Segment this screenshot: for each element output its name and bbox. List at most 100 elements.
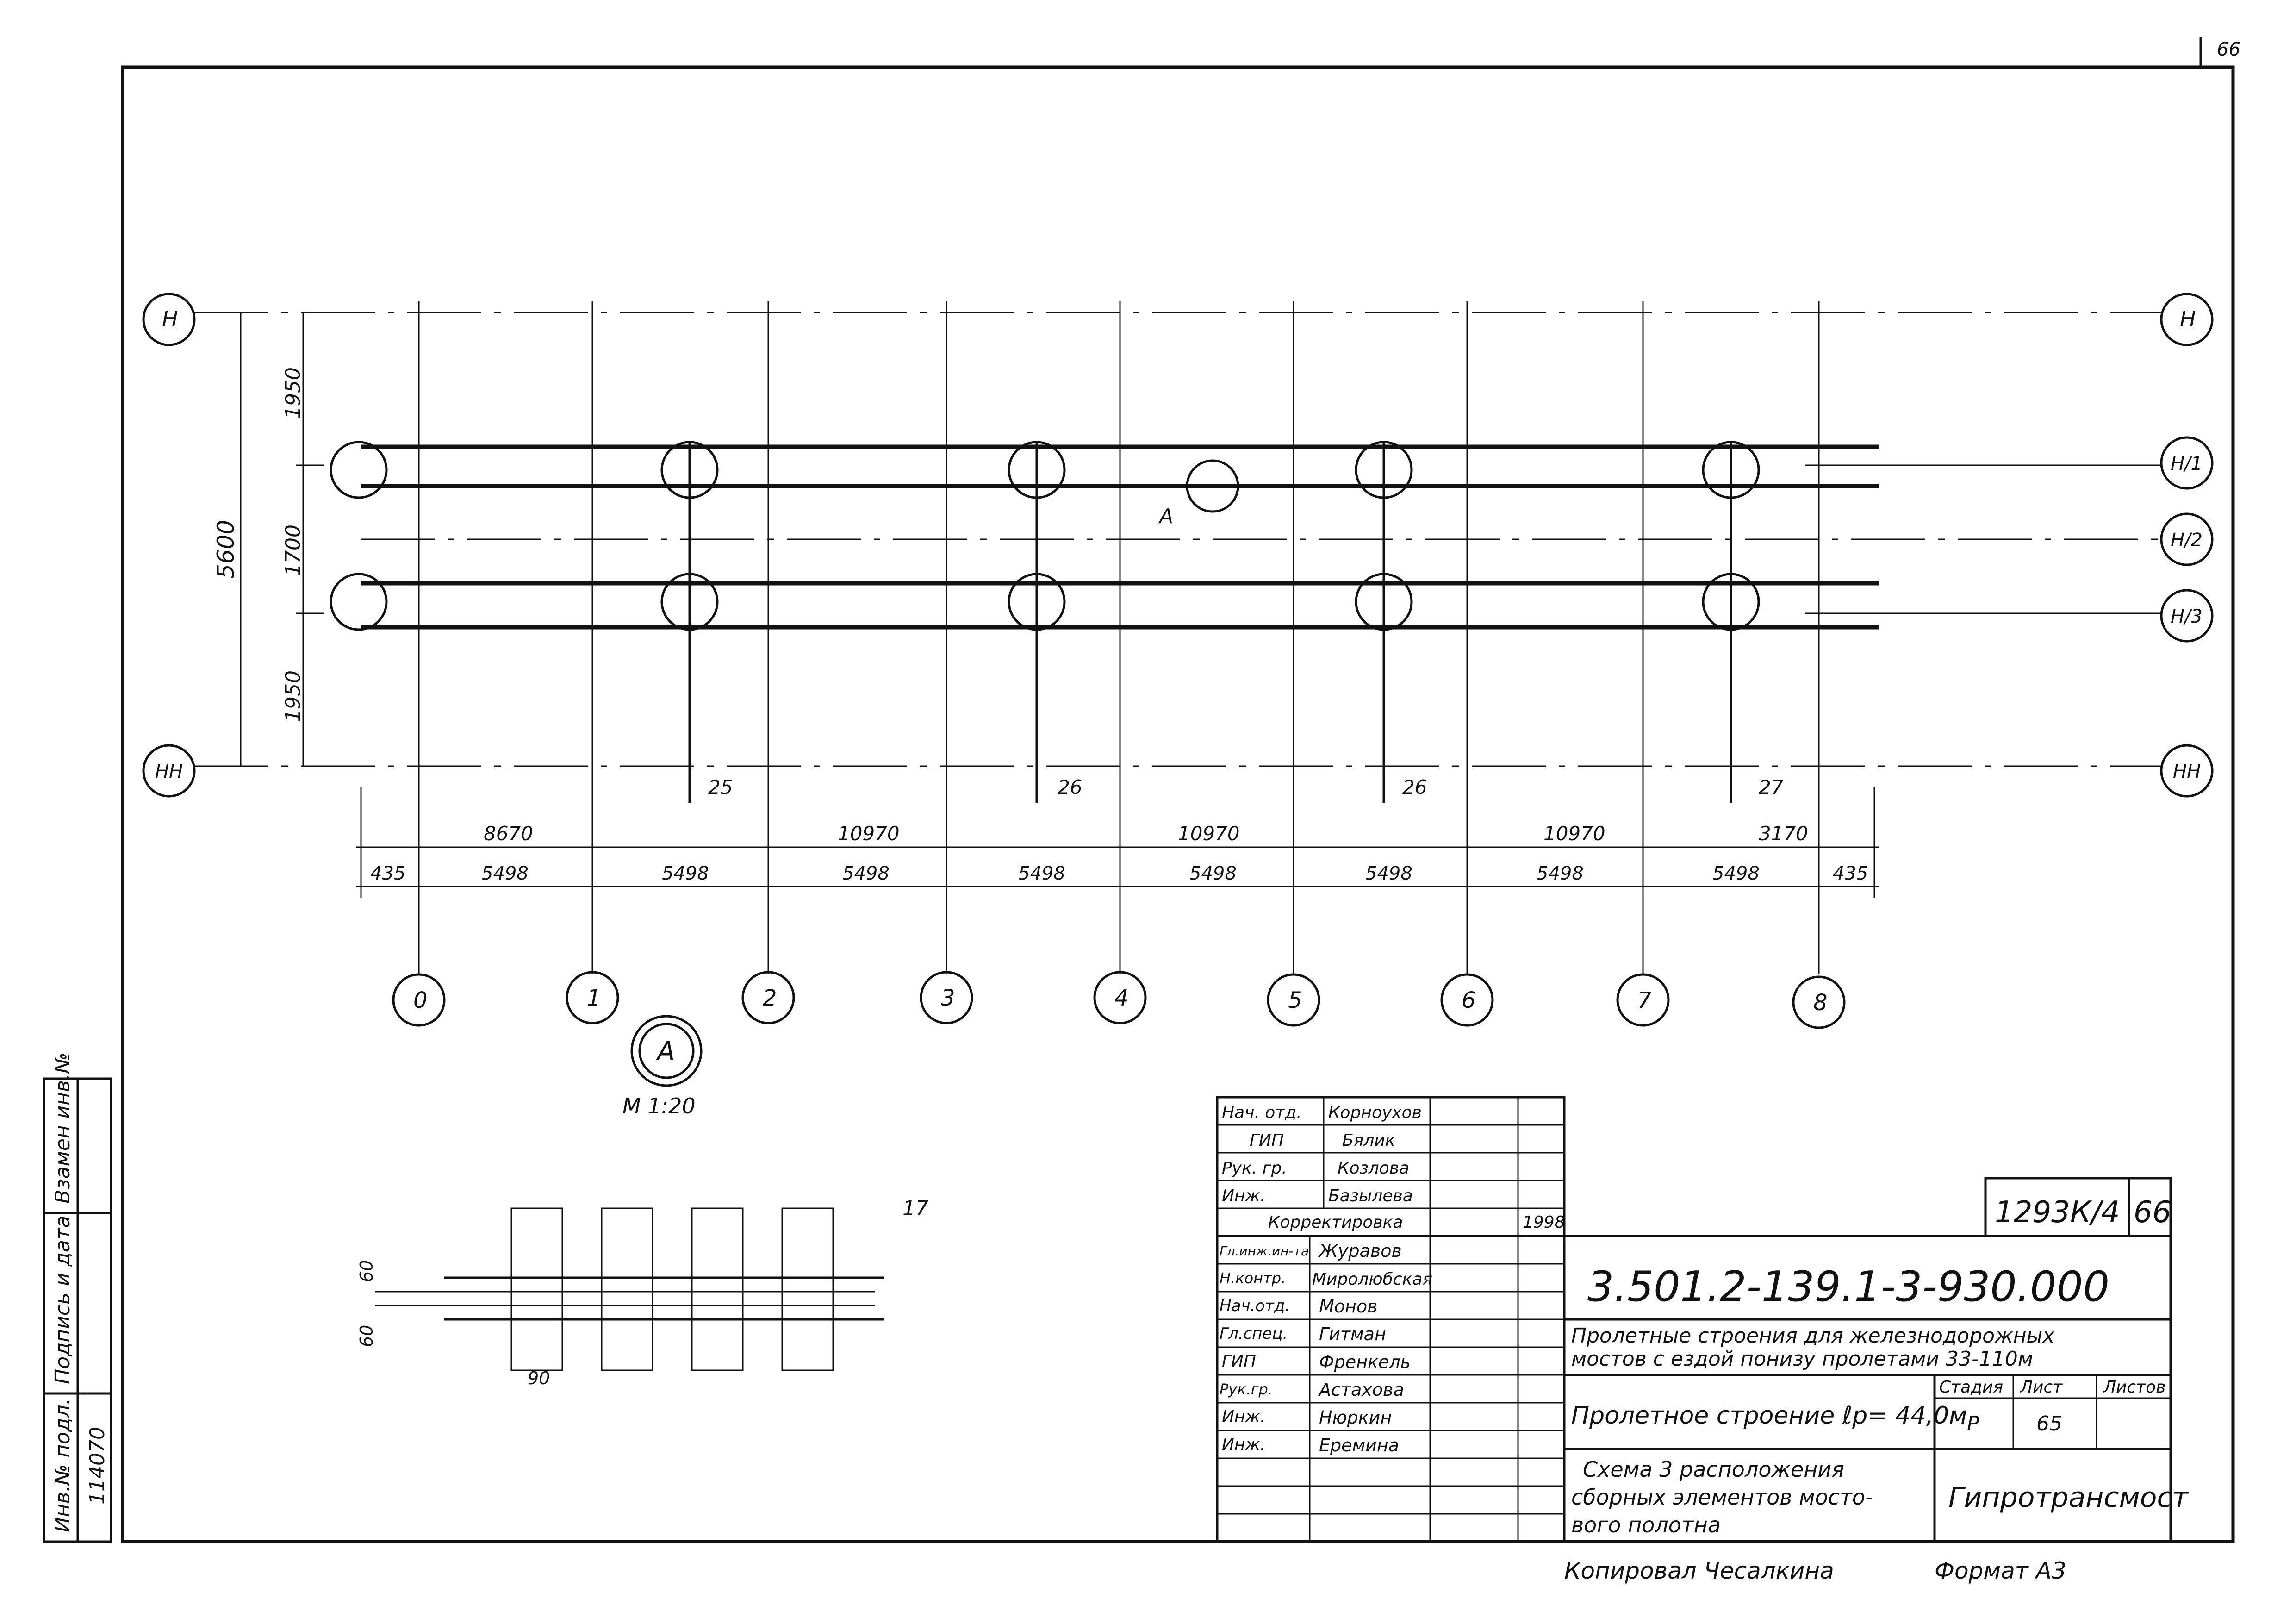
- dim-total-5600: 5600: [212, 520, 239, 579]
- axis-bubble-1: [566, 971, 619, 1024]
- ls-role-5: Рук.гр.: [1220, 1380, 1273, 1398]
- detail-dim-60-a: 60: [356, 1260, 377, 1282]
- designation: 3.501.2-139.1-3-930.000: [1587, 1262, 2109, 1311]
- us-role-3: Инж.: [1222, 1187, 1265, 1206]
- stage-value: Р: [1967, 1412, 1979, 1436]
- dim-chain2-0: 435: [370, 863, 405, 884]
- axis-label-n2: Н/2: [2171, 530, 2203, 551]
- footer-format: Формат А3: [1935, 1557, 2066, 1584]
- axis-label-5: 5: [1288, 987, 1302, 1013]
- axis-bubble-6: [1440, 973, 1494, 1027]
- organization: Гипротрансмост: [1948, 1481, 2189, 1514]
- ls-name-0: Журавов: [1318, 1241, 1402, 1261]
- dim-chain1-1: 10970: [838, 822, 900, 845]
- ls-role-6: Инж.: [1222, 1407, 1265, 1426]
- axis-bubble-nn-right: [2160, 744, 2214, 798]
- stage-label: Стадия: [1939, 1378, 2003, 1397]
- ls-name-4: Френкель: [1319, 1352, 1411, 1372]
- axis-label-nn-right: НН: [2173, 761, 2201, 782]
- footer-copied: Копировал Чесалкина: [1564, 1557, 1834, 1584]
- axis-bubble-nn-left: [142, 744, 196, 798]
- side-label-sign: Подпись и дата: [51, 1216, 75, 1384]
- ls-name-2: Монов: [1319, 1296, 1378, 1317]
- axis-label-0: 0: [413, 987, 428, 1013]
- dim-1950-top: 1950: [281, 367, 305, 419]
- gap-27: 27: [1759, 776, 1784, 799]
- callout-a-label: А: [656, 1037, 675, 1067]
- us-correction: Корректировка: [1268, 1213, 1403, 1232]
- side-stamp: Взамен инв.№ Подпись и дата Инв.№ подл. …: [43, 1052, 112, 1543]
- gap-26-b: 26: [1402, 776, 1427, 799]
- gap-25: 25: [708, 776, 733, 799]
- dim-chain2-6: 5498: [1365, 863, 1412, 884]
- dim-chain2-7: 5498: [1537, 863, 1584, 884]
- upper-stamp: Нач. отд. Корноухов ГИП Бялик Рук. гр. К…: [1216, 1096, 1566, 1237]
- album-number: 1293К/4: [1995, 1195, 2120, 1230]
- drawing-title-1: Схема 3 расположения: [1583, 1457, 1844, 1482]
- axis-bubble-8: [1792, 975, 1846, 1029]
- side-label-inv: Инв.№ подл.: [51, 1398, 75, 1532]
- axis-label-nn-left: НН: [155, 761, 183, 782]
- dim-1700: 1700: [281, 525, 305, 576]
- axis-bubble-3: [920, 971, 973, 1024]
- axis-bubble-n1: [2160, 436, 2214, 490]
- axis-label-3: 3: [941, 985, 955, 1011]
- scale-label: М 1:20: [622, 1093, 696, 1118]
- ls-role-0: Гл.инж.ин-та: [1220, 1243, 1309, 1259]
- sheet-value: 65: [2036, 1412, 2062, 1436]
- axis-bubble-n3: [2160, 589, 2214, 643]
- axis-bubble-0: [392, 973, 446, 1027]
- axis-label-7: 7: [1637, 987, 1652, 1013]
- dim-chain2-8: 5498: [1712, 863, 1760, 884]
- us-name-0: Корноухов: [1328, 1103, 1422, 1122]
- dim-chain2-1: 5498: [481, 863, 529, 884]
- dim-chain1-4: 3170: [1759, 822, 1808, 845]
- sheets-label: Листов: [2103, 1378, 2165, 1397]
- dim-chain2-4: 5498: [1018, 863, 1065, 884]
- axis-label-n-right: Н: [2180, 306, 2196, 331]
- dim-chain1-2: 10970: [1178, 822, 1240, 845]
- callout-a-plan: А: [1158, 505, 1173, 528]
- axis-bubble-5: [1267, 973, 1320, 1027]
- axis-bubble-4: [1093, 971, 1147, 1024]
- ls-name-6: Нюркин: [1319, 1407, 1392, 1428]
- axis-bubble-7: [1616, 973, 1670, 1027]
- detail-dim-60-b: 60: [356, 1325, 377, 1347]
- us-year: 1998: [1523, 1213, 1565, 1232]
- dim-chain2-3: 5498: [842, 863, 890, 884]
- detail-mark-17: 17: [902, 1197, 928, 1220]
- sheet-label: Лист: [2019, 1378, 2063, 1397]
- plan-scheme: Н НН Н Н/1 Н/2 Н/3 НН 5600 1950 1700 195…: [142, 293, 2214, 1118]
- axis-label-n3: Н/3: [2171, 606, 2203, 627]
- dim-chain2-9: 435: [1833, 863, 1868, 884]
- project-line-2: мостов с ездой понизу пролетами 33-110м: [1571, 1347, 2033, 1371]
- dim-chain2-5: 5498: [1189, 863, 1237, 884]
- ls-name-7: Еремина: [1319, 1435, 1399, 1455]
- us-role-2: Рук. гр.: [1222, 1159, 1287, 1178]
- axis-label-6: 6: [1462, 987, 1476, 1013]
- title-block: Гл.инж.ин-та Журавов Н.контр. Миролюбска…: [1216, 1177, 2189, 1543]
- ls-name-3: Гитман: [1319, 1324, 1386, 1344]
- dim-chain2-2: 5498: [662, 863, 709, 884]
- dim-chain1-0: 8670: [484, 822, 533, 845]
- ls-name-5: Астахова: [1318, 1380, 1404, 1400]
- axis-bubble-n-right: [2160, 293, 2214, 346]
- us-name-3: Базылева: [1328, 1187, 1413, 1206]
- corner-mark: 66: [2217, 39, 2240, 60]
- drawing-title-2: сборных элементов мосто-: [1571, 1485, 1873, 1510]
- axis-bubble-n-left: [142, 293, 196, 346]
- axis-label-8: 8: [1813, 990, 1828, 1016]
- dim-1950-bottom: 1950: [281, 670, 305, 722]
- side-label-replace: Взамен инв.№: [51, 1052, 75, 1204]
- dim-chain1-3: 10970: [1543, 822, 1605, 845]
- object-name: Пролетное строение ℓр= 44,0м: [1571, 1402, 1967, 1430]
- axis-label-n1: Н/1: [2171, 453, 2203, 475]
- drawing-title-3: вого полотна: [1571, 1512, 1721, 1537]
- axis-label-4: 4: [1114, 985, 1129, 1011]
- us-role-0: Нач. отд.: [1222, 1103, 1302, 1122]
- callout-a-bubble: [630, 1015, 703, 1087]
- axis-bubble-n2: [2160, 512, 2214, 566]
- ls-role-7: Инж.: [1222, 1435, 1265, 1454]
- ls-role-2: Нач.отд.: [1220, 1297, 1290, 1315]
